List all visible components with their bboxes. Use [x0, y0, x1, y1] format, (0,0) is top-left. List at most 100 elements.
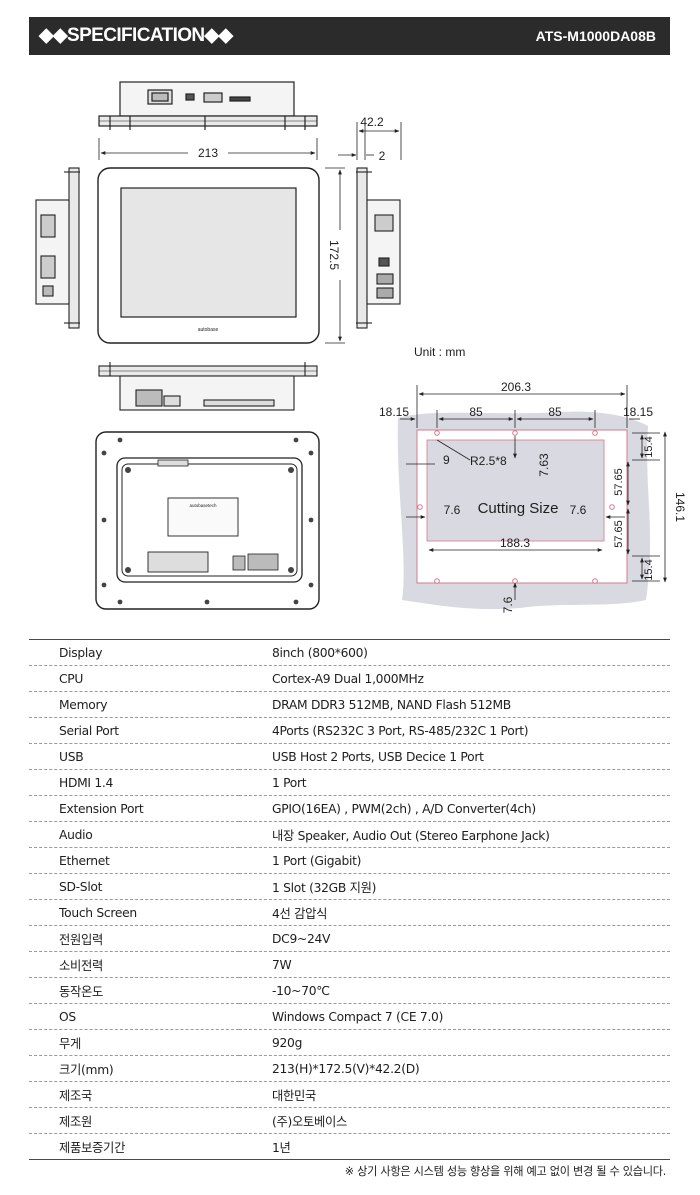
dimension-width — [98, 138, 318, 160]
spec-row: 크기(mm)213(H)*172.5(V)*42.2(D) — [29, 1055, 670, 1082]
dim-height-label: 172.5 — [327, 240, 341, 270]
spec-label: USB — [29, 743, 239, 770]
spec-value: 213(H)*172.5(V)*42.2(D) — [239, 1055, 670, 1082]
spec-value: GPIO(16EA) , PWM(2ch) , A/D Converter(4c… — [239, 795, 670, 822]
spec-label: HDMI 1.4 — [29, 769, 239, 796]
spec-label: OS — [29, 1003, 239, 1030]
spec-row: 동작온도-10~70℃ — [29, 977, 670, 1004]
spec-value: (주)오토베이스 — [239, 1107, 670, 1134]
cut-hole-gap-right: 85 — [548, 405, 562, 419]
cut-inner-top: 7.63 — [537, 453, 551, 477]
spec-value: 7W — [239, 951, 670, 978]
dimension-depth — [338, 122, 402, 160]
cut-bottom-gap: 7.6 — [501, 596, 515, 613]
cut-left-margin: 18.15 — [379, 405, 409, 419]
spec-label: Serial Port — [29, 717, 239, 744]
cut-nine: 9 — [443, 453, 450, 467]
unit-label: Unit : mm — [414, 345, 465, 359]
spec-value: Windows Compact 7 (CE 7.0) — [239, 1003, 670, 1030]
back-view — [95, 431, 320, 610]
spec-label: Touch Screen — [29, 899, 239, 926]
cut-right-gap: 7.6 — [570, 503, 587, 517]
spec-label: 무게 — [29, 1029, 239, 1056]
right-side-view — [356, 167, 401, 329]
technical-drawing: 213 autobase 172.5 — [0, 60, 700, 630]
cutting-holes — [417, 430, 615, 584]
spec-row: 제조원(주)오토베이스 — [29, 1107, 670, 1134]
spec-value: 8inch (800*600) — [239, 639, 670, 666]
cut-radius: R2.5*8 — [470, 454, 507, 468]
cutting-panel — [397, 411, 651, 610]
spec-value: 4Ports (RS232C 3 Port, RS-485/232C 1 Por… — [239, 717, 670, 744]
left-side-view — [35, 167, 80, 329]
footnote: ※ 상기 사항은 시스템 성능 향상을 위해 예고 없이 변경 될 수 있습니다… — [344, 1165, 667, 1178]
cut-total-width: 206.3 — [501, 380, 531, 394]
spec-value: 내장 Speaker, Audio Out (Stereo Earphone J… — [239, 821, 670, 848]
cut-total-height: 146.1 — [673, 492, 687, 522]
bottom-view — [98, 362, 318, 411]
cut-inner-width: 188.3 — [500, 536, 530, 550]
spec-label: Extension Port — [29, 795, 239, 822]
spec-value: DRAM DDR3 512MB, NAND Flash 512MB — [239, 691, 670, 718]
cut-lower-half: 57.65 — [613, 520, 625, 548]
spec-label: Audio — [29, 821, 239, 848]
spec-label: 전원입력 — [29, 925, 239, 952]
spec-label: 소비전력 — [29, 951, 239, 978]
spec-label: 제조원 — [29, 1107, 239, 1134]
spec-value: 1 Port (Gigabit) — [239, 847, 670, 874]
spec-label: 동작온도 — [29, 977, 239, 1004]
spec-value: 920g — [239, 1029, 670, 1056]
dim-depth-label: 42.2 — [360, 115, 384, 129]
cut-hole-gap-left: 85 — [469, 405, 483, 419]
cut-upper-half: 57.65 — [613, 468, 625, 496]
back-label-text: autobasetech — [189, 503, 217, 508]
spec-value: DC9~24V — [239, 925, 670, 952]
spec-value: Cortex-A9 Dual 1,000MHz — [239, 665, 670, 692]
spec-header-bar: ◆◆SPECIFICATION◆◆ ATS-M1000DA08B — [29, 17, 670, 55]
dim-width-label: 213 — [198, 146, 218, 160]
dim-two-label: 2 — [379, 149, 386, 163]
top-view — [98, 81, 318, 130]
spec-label: 크기(mm) — [29, 1055, 239, 1082]
spec-value: 1 Port — [239, 769, 670, 796]
spec-value: 1년 — [239, 1133, 670, 1160]
spec-label: Display — [29, 639, 239, 666]
spec-label: SD-Slot — [29, 873, 239, 900]
cutting-dimensions — [400, 385, 667, 600]
cut-top-offset: 15.4 — [643, 436, 655, 457]
model-number: ATS-M1000DA08B — [535, 28, 656, 44]
spec-value: 대한민국 — [239, 1081, 670, 1108]
spec-label: 제조국 — [29, 1081, 239, 1108]
spec-value: 1 Slot (32GB 지원) — [239, 873, 670, 900]
spec-label: Memory — [29, 691, 239, 718]
cut-title: Cutting Size — [478, 500, 559, 517]
spec-value: 4선 감압식 — [239, 899, 670, 926]
spec-label: 제품보증기간 — [29, 1133, 239, 1160]
dimension-height — [325, 167, 345, 344]
spec-value: -10~70℃ — [239, 977, 670, 1004]
spec-title: ◆◆SPECIFICATION◆◆ — [39, 25, 233, 46]
cut-right-margin: 18.15 — [623, 405, 653, 419]
cut-left-gap: 7.6 — [444, 503, 461, 517]
cut-bottom-offset: 15.4 — [643, 559, 655, 580]
spec-value: USB Host 2 Ports, USB Decice 1 Port — [239, 743, 670, 770]
front-view — [97, 167, 320, 344]
